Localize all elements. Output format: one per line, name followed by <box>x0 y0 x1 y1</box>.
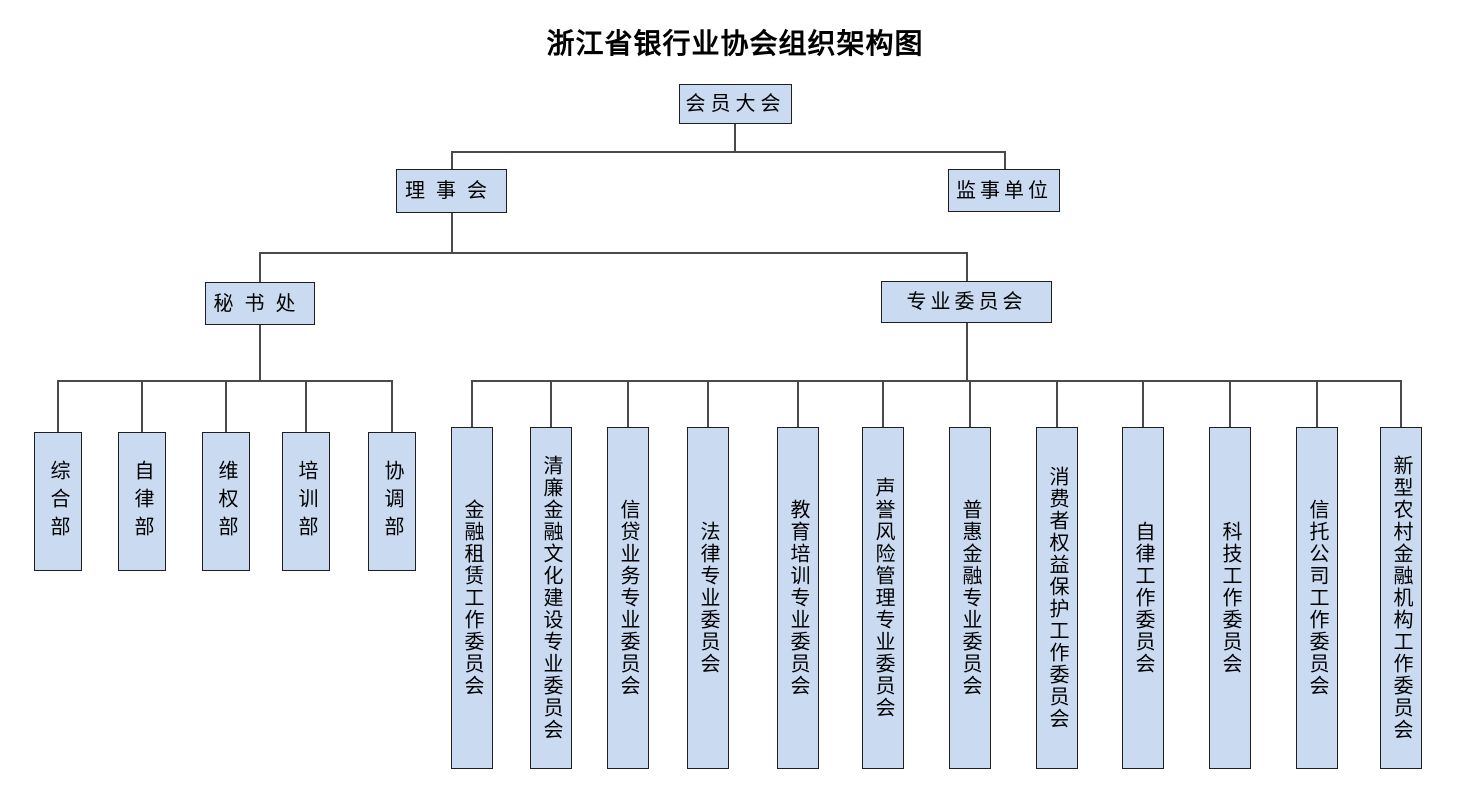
connector-line <box>707 380 709 427</box>
department-label: 综合部 <box>47 459 69 544</box>
connector-line <box>391 380 393 432</box>
connector-line <box>451 151 453 169</box>
connector-line <box>797 380 799 427</box>
committee-label: 清廉金融文化建设专业委员会 <box>540 455 562 741</box>
node-department-self-discipline: 自律部 <box>118 432 166 571</box>
committee-label: 普惠金融专业委员会 <box>959 499 981 697</box>
connector-line <box>471 380 473 427</box>
connector-line <box>451 213 453 253</box>
node-council: 理事会 <box>396 169 507 213</box>
node-committee-financial-leasing: 金融租赁工作委员会 <box>451 427 493 769</box>
connector-line <box>57 380 59 432</box>
node-committee-clean-finance-culture: 清廉金融文化建设专业委员会 <box>530 427 572 769</box>
node-committee-reputation-risk: 声誉风险管理专业委员会 <box>862 427 904 769</box>
node-committee-trust-companies: 信托公司工作委员会 <box>1296 427 1338 769</box>
committee-label: 声誉风险管理专业委员会 <box>872 477 894 719</box>
connector-line <box>627 380 629 427</box>
node-committee-credit-business: 信贷业务专业委员会 <box>607 427 649 769</box>
committee-label: 科技工作委员会 <box>1219 521 1241 675</box>
connector-line <box>1004 151 1006 169</box>
connector-line <box>1316 380 1318 427</box>
node-committee-technology: 科技工作委员会 <box>1209 427 1251 769</box>
connector-line <box>882 380 884 427</box>
node-council-label: 理事会 <box>405 180 498 202</box>
connector-line <box>225 380 227 432</box>
node-committee-legal: 法律专业委员会 <box>687 427 729 769</box>
node-committee-new-rural-finance: 新型农村金融机构工作委员会 <box>1380 427 1422 769</box>
node-supervisory-unit: 监事单位 <box>948 169 1060 212</box>
connector-line <box>734 124 736 153</box>
node-professional-committees-label: 专业委员会 <box>906 291 1027 313</box>
committee-label: 自律工作委员会 <box>1132 521 1154 675</box>
connector-line <box>259 325 261 381</box>
connector-line <box>1400 380 1402 427</box>
department-label: 培训部 <box>295 459 317 544</box>
connector-line <box>259 252 261 282</box>
connector-line <box>471 380 1402 382</box>
node-member-assembly-label: 会员大会 <box>685 93 786 115</box>
connector-line <box>141 380 143 432</box>
node-department-coordination: 协调部 <box>368 432 416 571</box>
committee-label: 金融租赁工作委员会 <box>461 499 483 697</box>
connector-line <box>305 380 307 432</box>
connector-line <box>451 151 1006 153</box>
committee-label: 消费者权益保护工作委员会 <box>1046 466 1068 730</box>
committee-label: 新型农村金融机构工作委员会 <box>1390 455 1412 741</box>
department-label: 协调部 <box>381 459 403 544</box>
connector-line <box>1229 380 1231 427</box>
connector-line <box>966 252 968 281</box>
node-professional-committees: 专业委员会 <box>881 281 1052 323</box>
node-committee-education-training: 教育培训专业委员会 <box>777 427 819 769</box>
node-supervisory-unit-label: 监事单位 <box>956 179 1052 202</box>
connector-line <box>259 252 968 254</box>
committee-label: 法律专业委员会 <box>697 521 719 675</box>
node-committee-inclusive-finance: 普惠金融专业委员会 <box>949 427 991 769</box>
department-label: 维权部 <box>215 459 237 544</box>
node-secretariat: 秘书处 <box>205 282 315 325</box>
page-title: 浙江省银行业协会组织架构图 <box>546 29 924 60</box>
node-committee-self-discipline: 自律工作委员会 <box>1122 427 1164 769</box>
node-member-assembly: 会员大会 <box>679 84 792 124</box>
connector-line <box>550 380 552 427</box>
committee-label: 教育培训专业委员会 <box>787 499 809 697</box>
node-department-rights-protection: 维权部 <box>202 432 250 571</box>
connector-line <box>966 323 968 381</box>
node-secretariat-label: 秘书处 <box>213 292 307 315</box>
department-label: 自律部 <box>131 459 153 544</box>
connector-line <box>969 380 971 427</box>
committee-label: 信贷业务专业委员会 <box>617 499 639 697</box>
committee-label: 信托公司工作委员会 <box>1306 499 1328 697</box>
connector-line <box>1142 380 1144 427</box>
node-committee-consumer-protection: 消费者权益保护工作委员会 <box>1036 427 1078 769</box>
node-department-training: 培训部 <box>282 432 330 571</box>
connector-line <box>1056 380 1058 427</box>
node-department-general: 综合部 <box>34 432 82 571</box>
